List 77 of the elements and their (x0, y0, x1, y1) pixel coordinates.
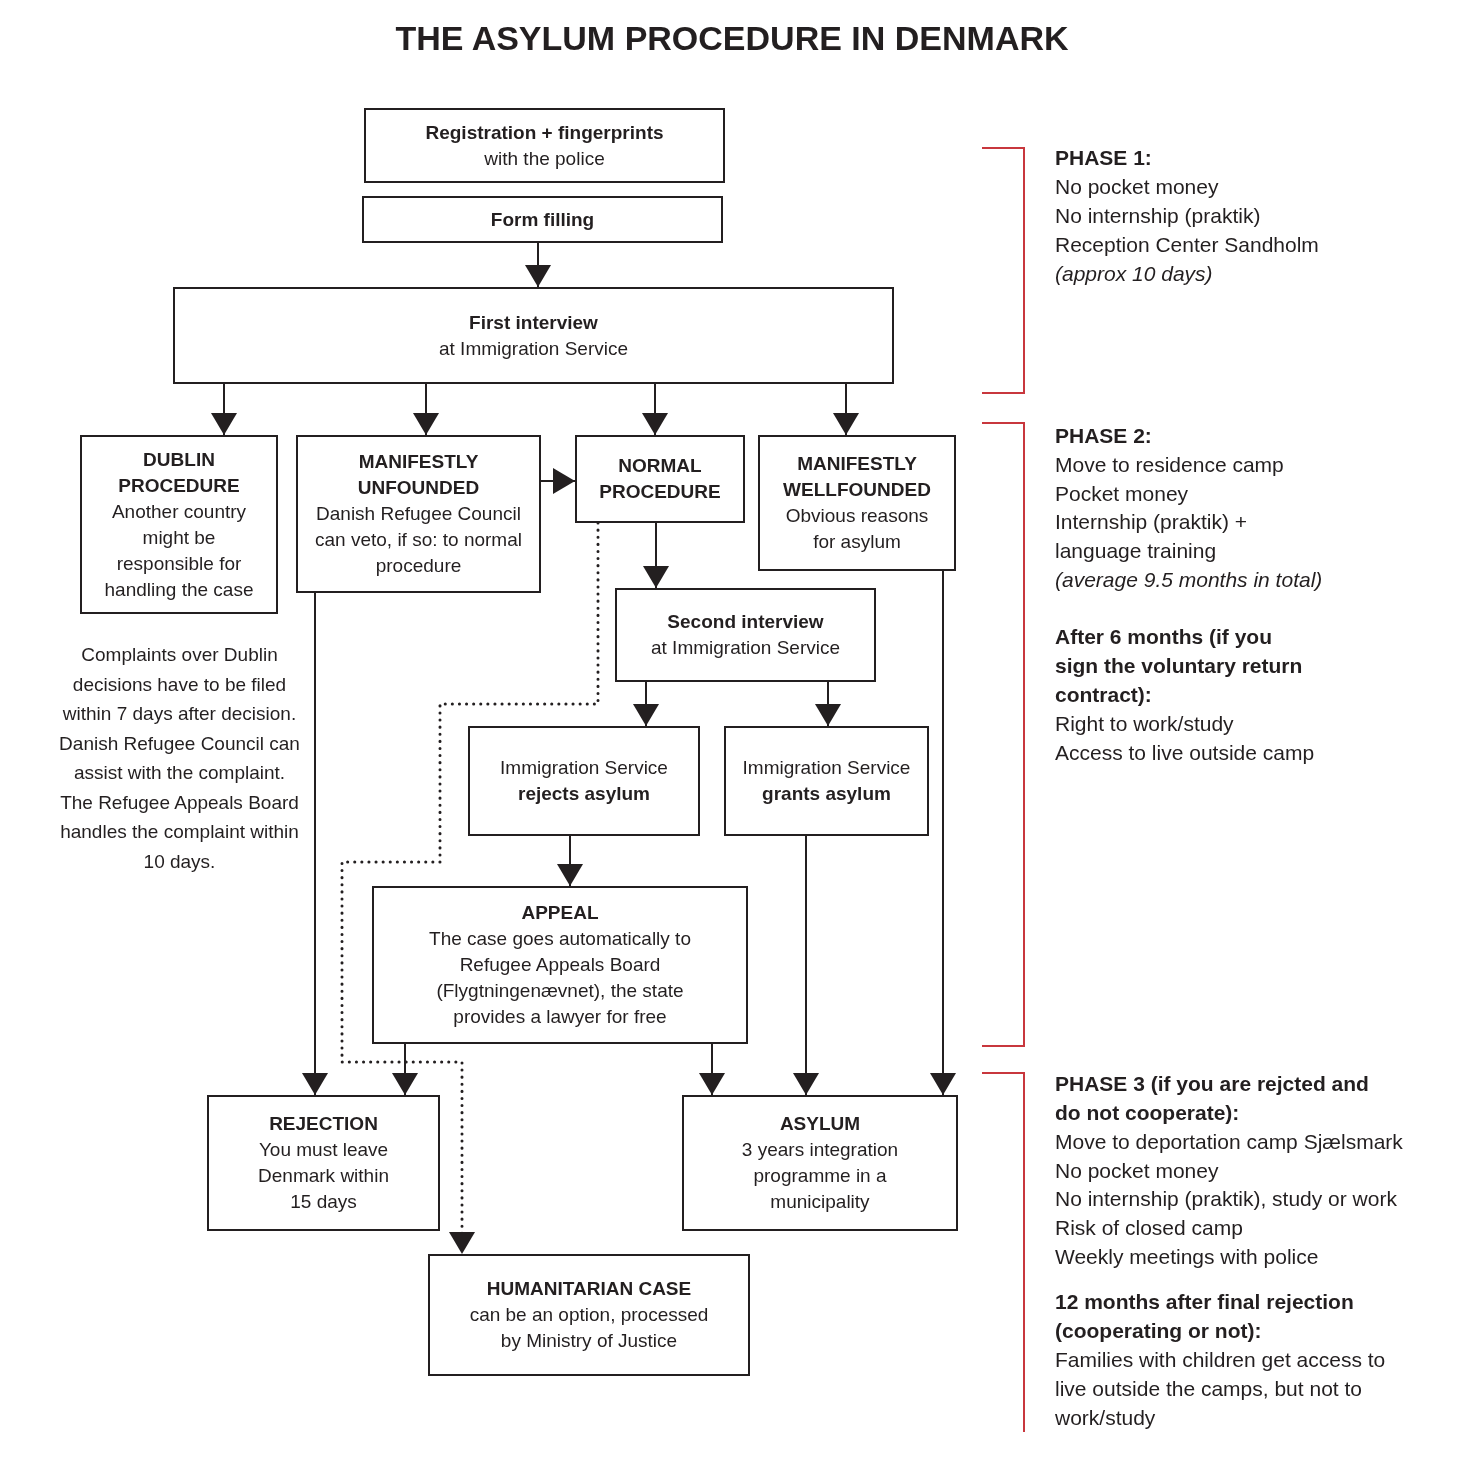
list-item: No pocket money (1055, 1158, 1219, 1184)
arrow (525, 242, 551, 288)
box-title: HUMANITARIAN CASE (486, 1277, 692, 1301)
arrow (643, 522, 669, 589)
box-text: at Immigration Service (439, 336, 628, 361)
box-text: at Immigration Service (651, 636, 840, 660)
list-item: No internship (praktik) (1055, 203, 1261, 229)
diagram-title: THE ASYLUM PROCEDURE IN DENMARK (395, 18, 1069, 58)
box-title: MANIFESTLY WELLFOUNDED (782, 452, 932, 502)
list-item: Internship (praktik) + language training (1055, 509, 1248, 564)
box-title: MANIFESTLY UNFOUNDED (356, 450, 481, 500)
box-title: NORMAL PROCEDURE (598, 454, 722, 504)
arrow (540, 468, 576, 494)
process-box (615, 588, 876, 682)
list-item: Access to live outside camp (1055, 740, 1315, 766)
section-heading: PHASE 1: (1055, 145, 1152, 171)
box-text: The case goes automatically to Refugee Appeals Board (Flygtningenævnet), the state provides a lawyer for free (428, 927, 692, 1029)
arrow (557, 835, 583, 887)
arrow (392, 1043, 418, 1096)
arrow (633, 681, 659, 727)
process-box (724, 726, 929, 836)
list-item: Pocket money (1055, 481, 1189, 507)
box-text: 3 years integration programme in a municipality (740, 1138, 900, 1214)
box-title: Registration + fingerprints (425, 120, 664, 145)
process-box (682, 1095, 958, 1231)
list-item: Reception Center Sandholm (1055, 232, 1319, 258)
duration-note: (average 9.5 months in total) (1055, 567, 1323, 593)
process-box (364, 108, 725, 183)
process-box (575, 435, 745, 523)
list-item: Weekly meetings with police (1055, 1244, 1319, 1270)
box-text: You must leave Denmark within 15 days (257, 1138, 390, 1214)
box-title: Form filling (490, 207, 595, 232)
box-text: Immigration Service rejects asylum (499, 756, 669, 806)
box-text: Immigration Service grants asylum (741, 756, 912, 806)
process-box (372, 886, 748, 1044)
box-text: can be an option, processed by Ministry of Justice (468, 1303, 710, 1353)
note-text: Complaints over Dublin decisions have to be filed within 7 days after decision. Danish Refugee Council can assist with the complaint. The Refugee Appeals Board handles the complaint within 10 days. (58, 643, 301, 874)
box-title: First interview (469, 310, 598, 335)
process-box (428, 1254, 750, 1376)
box-title: DUBLIN PROCEDURE (117, 447, 241, 498)
arrow (699, 1043, 725, 1096)
section-heading: PHASE 2: (1055, 423, 1152, 449)
list-item: No pocket money (1055, 174, 1219, 200)
list-item: Families with children get access to live outside the camps, but not to work/study (1055, 1347, 1387, 1431)
process-box (207, 1095, 440, 1231)
list-item: Risk of closed camp (1055, 1215, 1243, 1241)
duration-note: (approx 10 days) (1055, 261, 1213, 287)
process-box (468, 726, 700, 836)
box-text: Danish Refugee Council can veto, if so: to normal procedure (314, 502, 523, 578)
list-item: No internship (praktik), study or work (1055, 1186, 1397, 1212)
box-title: REJECTION (269, 1112, 378, 1136)
arrow (642, 383, 668, 436)
box-title: ASYLUM (779, 1112, 861, 1136)
arrow (793, 835, 819, 1096)
process-box (173, 287, 894, 384)
box-title: Second interview (667, 610, 824, 634)
box-text: with the police (484, 146, 605, 171)
arrow (211, 383, 237, 436)
section-heading: PHASE 3 (if you are rejcted and do not cooperate): (1055, 1071, 1370, 1126)
process-box (80, 435, 278, 614)
arrow (815, 681, 841, 727)
dotted-arrow (340, 521, 600, 1256)
list-item: Right to work/study (1055, 711, 1234, 737)
box-text: Another country might be responsible for handling the case (103, 499, 255, 602)
arrow (302, 592, 328, 1096)
arrow (833, 383, 859, 436)
section-heading: After 6 months (if you sign the voluntary return contract): (1055, 624, 1304, 708)
list-item: Move to deportation camp Sjælsmark (1055, 1129, 1403, 1155)
box-text: Obvious reasons for asylum (784, 504, 930, 554)
box-title: APPEAL (521, 901, 599, 925)
arrow (930, 570, 956, 1096)
process-box (758, 435, 956, 571)
arrow (413, 383, 439, 436)
section-heading: 12 months after final rejection (cooperating or not): (1055, 1289, 1355, 1344)
process-box (362, 196, 723, 243)
process-box (296, 435, 541, 593)
list-item: Move to residence camp (1055, 452, 1284, 478)
